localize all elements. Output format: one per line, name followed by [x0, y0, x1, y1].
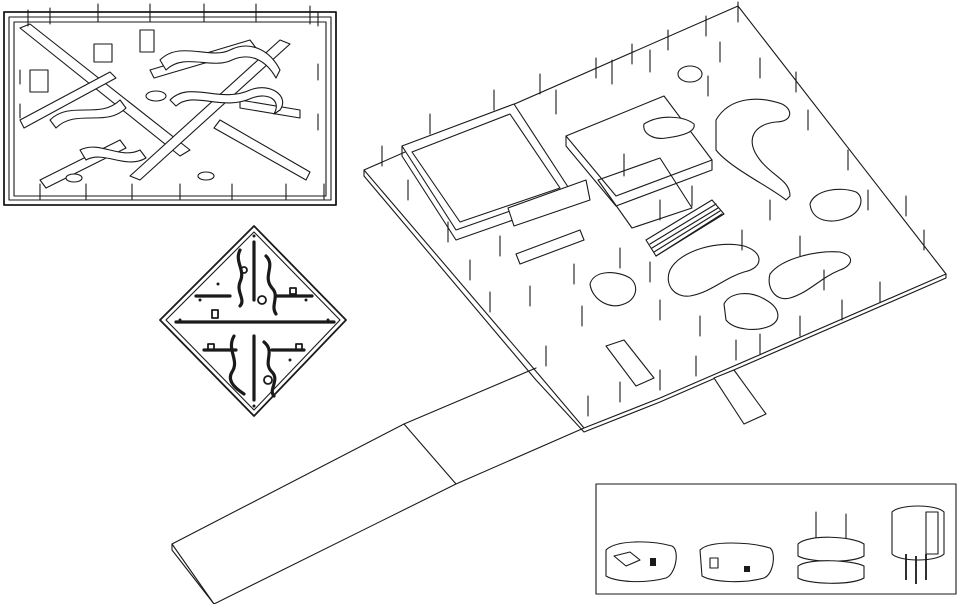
outer-wall: [13, 21, 327, 197]
elements-inset: [595, 483, 957, 595]
axonometric-view: [171, 1, 947, 604]
component-2: [699, 542, 774, 583]
gallery-block: [605, 339, 655, 387]
wall-lower: [39, 139, 127, 189]
pavilion-curve-7: [643, 116, 695, 139]
component-3: [797, 511, 865, 584]
ramp-top: [171, 423, 457, 604]
box-kiosk-1: [29, 69, 49, 93]
pavilion-curve-1: [715, 98, 791, 201]
courtyard-2: [565, 95, 713, 197]
plan-box-1: [211, 309, 219, 319]
plan-curve-3: [228, 334, 246, 396]
component-1: [605, 541, 677, 583]
platform-edge: [363, 169, 947, 433]
inset-inner-frame: [8, 16, 332, 201]
plan-kiosk-1: [257, 295, 267, 305]
plan-outline-inner: [165, 231, 341, 411]
ramp-mid: [403, 367, 537, 425]
courtyard-floor: [411, 113, 561, 223]
curvy-wall-left: [49, 99, 127, 129]
pavilion-curve-4: [809, 188, 862, 222]
ramp-side: [171, 543, 215, 604]
box-kiosk-3: [139, 29, 155, 53]
horizontal-wall-left: [19, 71, 117, 129]
plan-curve-1: [236, 248, 244, 308]
elements-frame: [595, 483, 957, 595]
plan-inset: [159, 225, 347, 417]
site-columns: [381, 1, 925, 417]
plan-outline-outer: [159, 225, 347, 417]
plan-kiosk-3: [240, 266, 248, 274]
horizontal-wall-right: [213, 119, 311, 181]
bar-block: [507, 179, 591, 227]
plan-box-2: [289, 287, 297, 295]
round-kiosk-1: [145, 90, 167, 102]
plan-curve-2: [264, 254, 278, 316]
curvy-wall-bottom: [79, 146, 147, 163]
round-kiosk-2: [197, 171, 215, 181]
box-kiosk-2: [93, 43, 113, 63]
diagonal-wall-a: [19, 23, 191, 157]
round-kiosk-3: [65, 173, 83, 183]
plan-box-3: [207, 343, 215, 351]
component-4: [891, 505, 945, 584]
curvy-wall-mid: [169, 87, 283, 115]
plan-curve-4: [262, 340, 277, 398]
courtyard-3: [597, 157, 693, 229]
plan-box-4: [295, 343, 303, 351]
pavilion-curve-3: [768, 251, 852, 300]
plan-kiosk-2: [263, 375, 273, 385]
ramp-connector: [455, 427, 585, 485]
curvy-wall-top: [159, 45, 281, 79]
inset-columns: [19, 3, 325, 201]
wall-right-low: [239, 99, 301, 119]
round-kiosk-main: [677, 65, 703, 83]
stair-block: [645, 199, 725, 257]
pavilion-curve-6: [723, 293, 779, 330]
bench-block: [515, 229, 585, 265]
inset-frame: [3, 11, 337, 206]
plan-columns: [178, 234, 330, 408]
pavilion-curve-2: [667, 243, 760, 297]
perspective-inset: [3, 3, 337, 206]
pavilion-curve-5: [589, 272, 637, 307]
diagonal-wall-b: [129, 39, 291, 181]
exit-bridge: [713, 369, 767, 425]
